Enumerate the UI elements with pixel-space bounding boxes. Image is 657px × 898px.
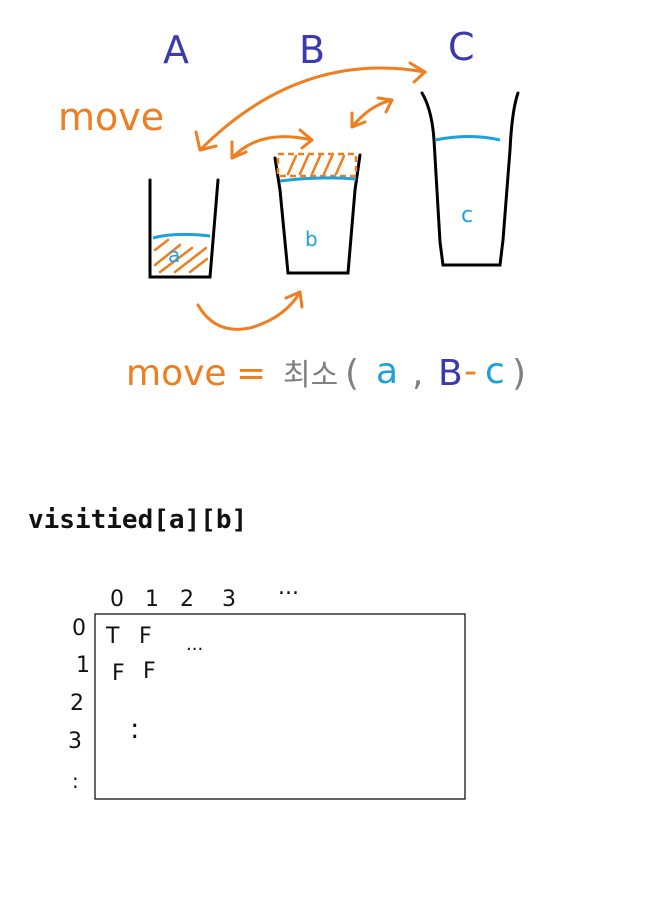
formula-arg-a: a xyxy=(376,351,398,392)
col-header-1: 1 xyxy=(145,587,159,612)
arrow-bottom-a-to-b xyxy=(196,290,302,331)
water-label-a: a xyxy=(168,243,180,267)
move-label: move xyxy=(58,95,164,139)
formula-comma: , xyxy=(412,353,423,394)
arrow-between-a-b xyxy=(230,135,314,160)
row-header-1: 1 xyxy=(76,653,90,678)
formula-open-paren: ( xyxy=(345,353,359,394)
col-header-0: 0 xyxy=(110,587,124,612)
formula-lhs: move xyxy=(126,353,227,394)
formula-arg-c: c xyxy=(485,351,505,392)
cell-0-1: F xyxy=(139,624,152,649)
formula-function: 최소 xyxy=(283,358,338,393)
cell-0-0: T xyxy=(105,624,120,649)
formula-equals: = xyxy=(236,353,266,394)
cup-label-c: C xyxy=(448,25,475,69)
water-label-b: b xyxy=(305,227,318,251)
cell-0-ellipsis: ... xyxy=(186,634,203,655)
cup-label-a: A xyxy=(163,28,189,72)
row-header-3: 3 xyxy=(68,729,82,754)
cup-b: b xyxy=(273,152,362,275)
water-label-c: c xyxy=(461,203,473,228)
rows-continuation: : xyxy=(130,712,139,745)
formula-arg-b: B xyxy=(438,353,463,394)
arrow-between-b-c xyxy=(350,98,394,129)
col-header-2: 2 xyxy=(180,587,194,612)
row-header-2: 2 xyxy=(70,691,84,716)
arrow-a-to-c xyxy=(198,66,427,152)
move-arrows xyxy=(194,61,427,331)
table-title: visitied[a][b] xyxy=(28,505,248,535)
row-header-0: 0 xyxy=(72,616,86,641)
table-frame xyxy=(94,613,466,800)
cup-label-b: B xyxy=(299,28,325,72)
formula: move = 최소 ( a , B - c ) xyxy=(126,351,526,394)
visited-table: 0 1 2 3 ... 0 1 2 3 : T F ... F F : xyxy=(68,575,466,800)
formula-minus: - xyxy=(464,351,477,392)
col-header-3: 3 xyxy=(222,587,236,612)
cell-1-1: F xyxy=(143,659,156,684)
formula-close-paren: ) xyxy=(512,353,526,394)
cup-a: a xyxy=(148,178,220,279)
cell-1-0: F xyxy=(112,661,125,686)
col-header-ellipsis: ... xyxy=(278,575,299,600)
row-header-continuation: : xyxy=(72,769,79,793)
cup-c: c xyxy=(420,91,520,267)
